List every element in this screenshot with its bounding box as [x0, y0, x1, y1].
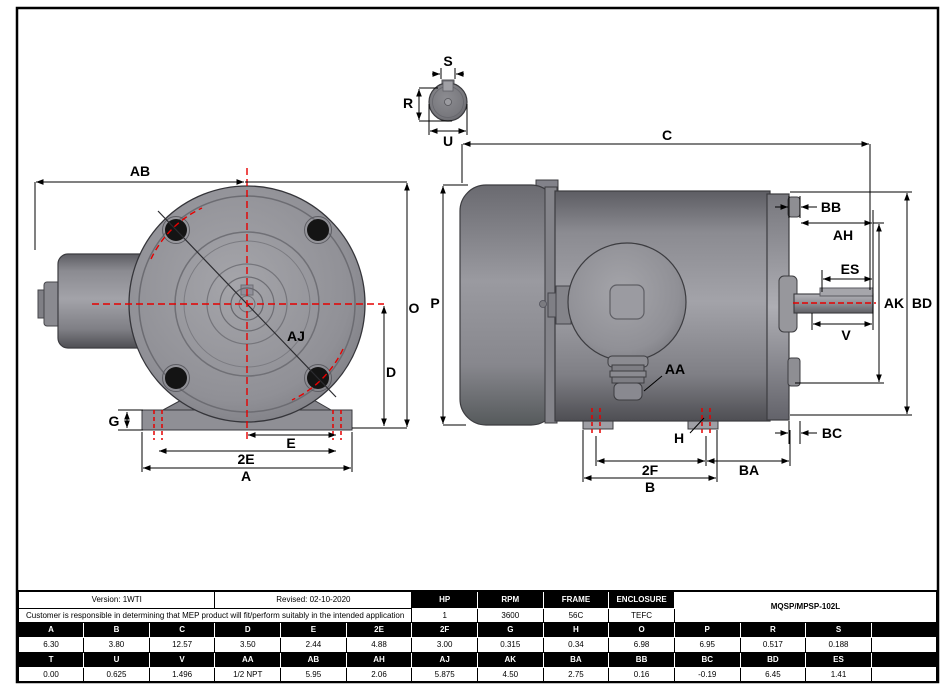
spec-header-frame: FRAME: [542, 590, 610, 609]
dim-label-bc: BC: [822, 425, 842, 441]
disclaimer-cell: Customer is responsible in determining t…: [17, 607, 413, 623]
dim-label-d: D: [386, 364, 396, 380]
dim-value-row-2: 0.00 0.625 1.496 1/2 NPT 5.95 2.06 5.875…: [17, 666, 938, 683]
dim-label-ab: AB: [130, 163, 150, 179]
shaft-keyway: [819, 287, 874, 297]
dim-header-row-1: A B C D E 2E 2F G H O P R S: [17, 621, 938, 638]
dim-label-c: C: [662, 127, 672, 143]
dim-value-row-1: 6.30 3.80 12.57 3.50 2.44 4.88 3.00 0.31…: [17, 636, 938, 653]
centerlines-side: [591, 302, 876, 434]
dim-label-aj: AJ: [287, 328, 305, 344]
dim-label-v: V: [841, 327, 851, 343]
dim-label-s: S: [443, 53, 452, 69]
revised-cell: Revised: 02-10-2020: [214, 590, 413, 609]
spec-header-hp: HP: [411, 590, 478, 609]
spec-table: Version: 1WTI Revised: 02-10-2020 HP RPM…: [17, 590, 938, 683]
dim-label-ba: BA: [739, 462, 759, 478]
model-cell: MQSP/MPSP-102L: [673, 590, 938, 623]
spec-header-enclosure: ENCLOSURE: [608, 590, 675, 609]
dim-label-es: ES: [841, 261, 860, 277]
dim-label-bd: BD: [912, 295, 932, 311]
dim-label-g: G: [109, 413, 120, 429]
dimensions-front: [34, 179, 410, 472]
dim-label-u: U: [443, 133, 453, 149]
dim-label-2f: 2F: [642, 462, 659, 478]
centerlines-front: [92, 168, 384, 440]
spec-value-enclosure: TEFC: [608, 607, 675, 623]
spec-value-hp: 1: [411, 607, 478, 623]
spec-header-rpm: RPM: [476, 590, 544, 609]
shaft-center: [444, 98, 452, 106]
dim-label-bb: BB: [821, 199, 841, 215]
dim-label-2e: 2E: [237, 451, 254, 467]
dim-label-e: E: [286, 435, 295, 451]
conduit-opening: [609, 284, 645, 320]
dim-label-aa: AA: [665, 361, 685, 377]
dim-label-o: O: [409, 300, 420, 316]
shaft-end-view: S R U: [403, 53, 468, 149]
dimensions-side: [440, 141, 912, 482]
spec-value-frame: 56C: [542, 607, 610, 623]
front-view: AJ AB O D G E 2E A: [34, 163, 420, 484]
dim-label-b: B: [645, 479, 655, 495]
dim-label-p: P: [430, 295, 439, 311]
spec-value-rpm: 3600: [476, 607, 544, 623]
dim-label-ak: AK: [884, 295, 904, 311]
dim-label-ah: AH: [833, 227, 853, 243]
dim-header-row-2: T U V AA AB AH AJ AK BA BB BC BD ES: [17, 651, 938, 668]
dim-label-a: A: [241, 468, 251, 484]
dim-label-r: R: [403, 95, 413, 111]
dim-label-h: H: [674, 430, 684, 446]
side-view: C P BB AH ES AK BD V AA H BC 2F BA B: [430, 127, 932, 495]
side-plug: [607, 355, 649, 401]
version-cell: Version: 1WTI: [17, 590, 216, 609]
